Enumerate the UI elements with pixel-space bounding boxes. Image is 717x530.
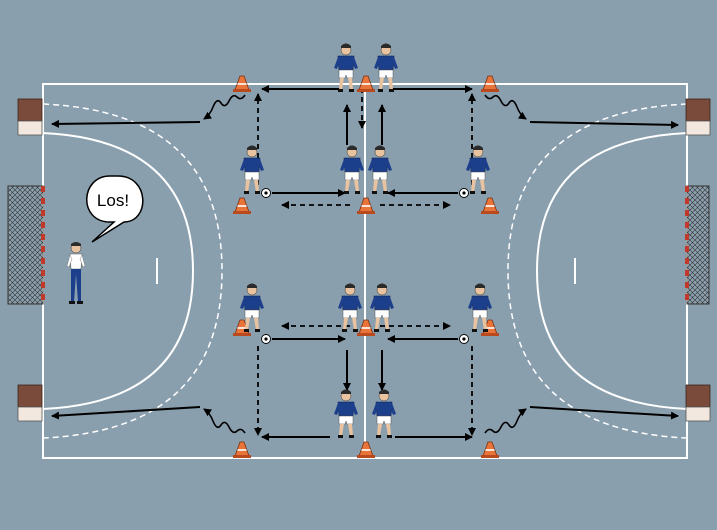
ball-icon (261, 188, 271, 198)
dashed-arrows (254, 88, 476, 436)
mat-icon (17, 384, 43, 422)
right-goal (685, 185, 710, 305)
speech-bubble: Los! (86, 175, 144, 243)
mat-icon (17, 98, 43, 136)
mat-icon (685, 98, 711, 136)
solid-arrows (51, 85, 679, 441)
ball-icon (459, 188, 469, 198)
left-goal (7, 185, 45, 305)
dribble-arrows (203, 94, 527, 434)
ball-icon (459, 334, 469, 344)
ball-icon (261, 334, 271, 344)
speech-bubble-text: Los! (97, 191, 129, 210)
coach-icon (66, 242, 86, 304)
mat-icon (685, 384, 711, 422)
